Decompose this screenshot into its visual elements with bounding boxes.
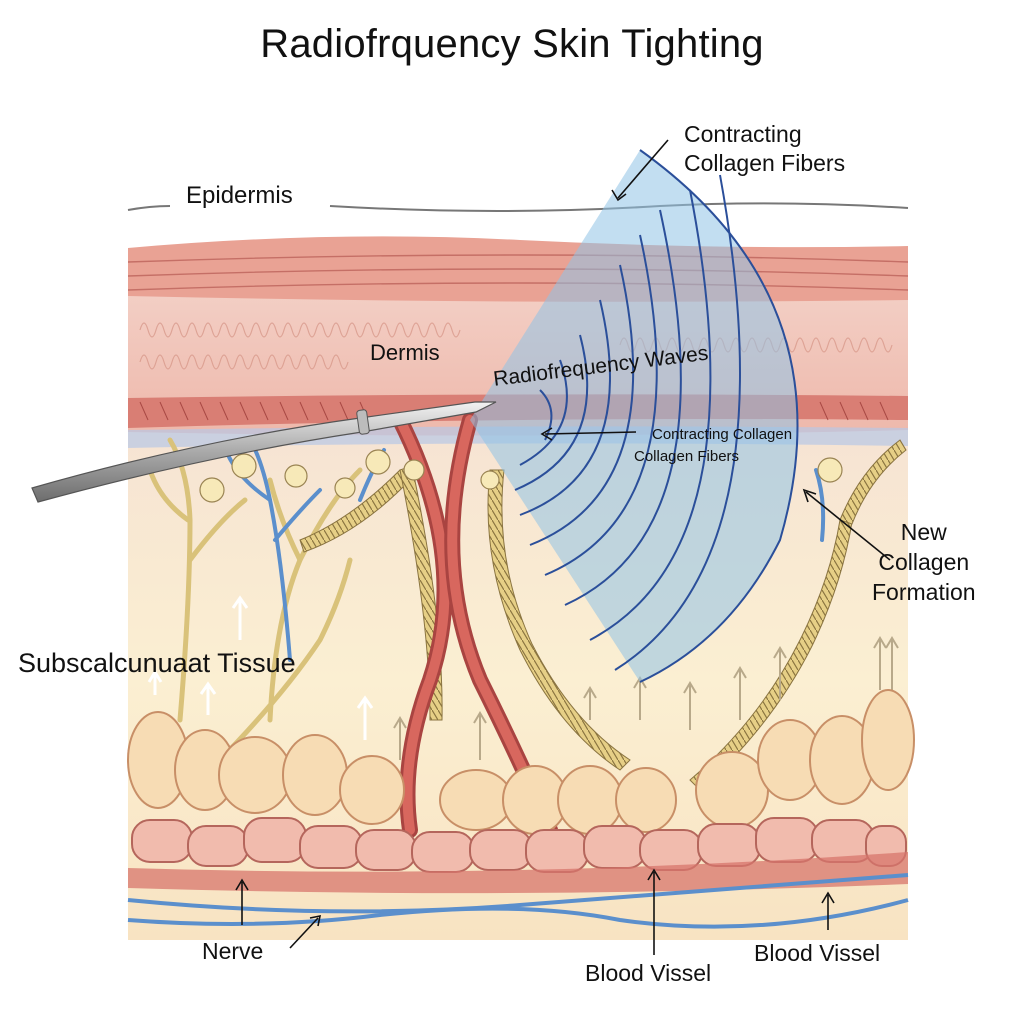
label-contracting-collagen-top: Contracting Collagen Fibers [684,120,845,178]
label-blood-vessel-1: Blood Vissel [585,960,712,986]
label-nerve: Nerve [202,938,264,964]
fat-cells [127,689,915,835]
leader-contracting-top [617,139,669,199]
basal-hatch [139,401,889,421]
cell-clusters [199,449,843,503]
label-new-collagen-line2: Collagen [878,549,970,575]
label-new-collagen-formation: New Collagen Formation [872,517,976,607]
bottom-veins [127,873,909,929]
label-blood-vessel-2: Blood Vissel [754,940,881,966]
label-subcutaneous-tissue: Subscalcunuaat Tissue [18,648,296,678]
leader-nerve-diag [289,917,319,949]
leader-lines [235,139,891,955]
bottom-artery-band [128,852,908,894]
white-arrows [147,595,374,740]
leader-new-collagen [805,491,891,561]
radiofrequency-waves [514,174,741,671]
label-contracting-mid-line1: Contracting Collagen [652,426,793,443]
leader-contracting-mid [544,431,637,435]
upward-arrows [393,636,899,760]
label-contracting-mid-line2: Collagen Fibers [634,448,740,465]
muscle-cells [131,817,907,873]
label-epidermis: Epidermis [186,182,293,209]
label-contracting-collagen-mid: Contracting Collagen Collagen Fibers [634,424,793,468]
label-dermis: Dermis [370,340,440,365]
label-new-collagen-line1: New [900,519,947,545]
rf-field-edge [639,149,799,683]
label-contracting-top-line2: Collagen Fibers [684,150,846,176]
diagram-title: Radiofrquency Skin Tighting [260,22,764,66]
label-new-collagen-line3: Formation [872,579,976,605]
vein-branches [226,438,826,662]
label-contracting-top-line1: Contracting [684,121,802,147]
radiofrequency-field [470,150,798,682]
epidermis-lines [127,254,909,291]
rf-needle [31,401,497,503]
